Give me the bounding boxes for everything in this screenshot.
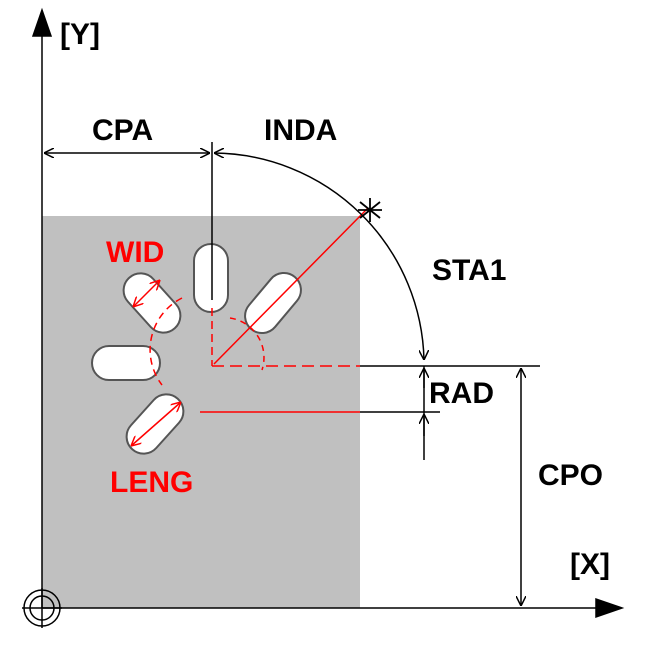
cpo-label: CPO [538, 459, 603, 492]
start-point-marker [358, 198, 382, 222]
x-axis-arrowhead [595, 597, 625, 619]
slot-left [91, 345, 161, 381]
cpa-label: CPA [92, 114, 153, 147]
sta1-label: STA1 [432, 254, 506, 287]
leng-arrow [131, 402, 181, 446]
wid-arrow [133, 280, 160, 307]
rad-label: RAD [429, 377, 494, 410]
inda-label: INDA [264, 114, 337, 147]
slot-top [193, 243, 229, 313]
x-axis-label: [X] [570, 548, 610, 581]
inda-arc [214, 153, 424, 360]
y-axis-label: [Y] [60, 18, 100, 51]
leng-label: LENG [110, 466, 193, 499]
pitch-circle-arc [149, 297, 183, 386]
dimension-lines [31, 7, 625, 619]
origin-crosshair-icon [22, 588, 62, 628]
y-axis-arrowhead [31, 7, 53, 37]
wid-label: WID [106, 236, 164, 269]
